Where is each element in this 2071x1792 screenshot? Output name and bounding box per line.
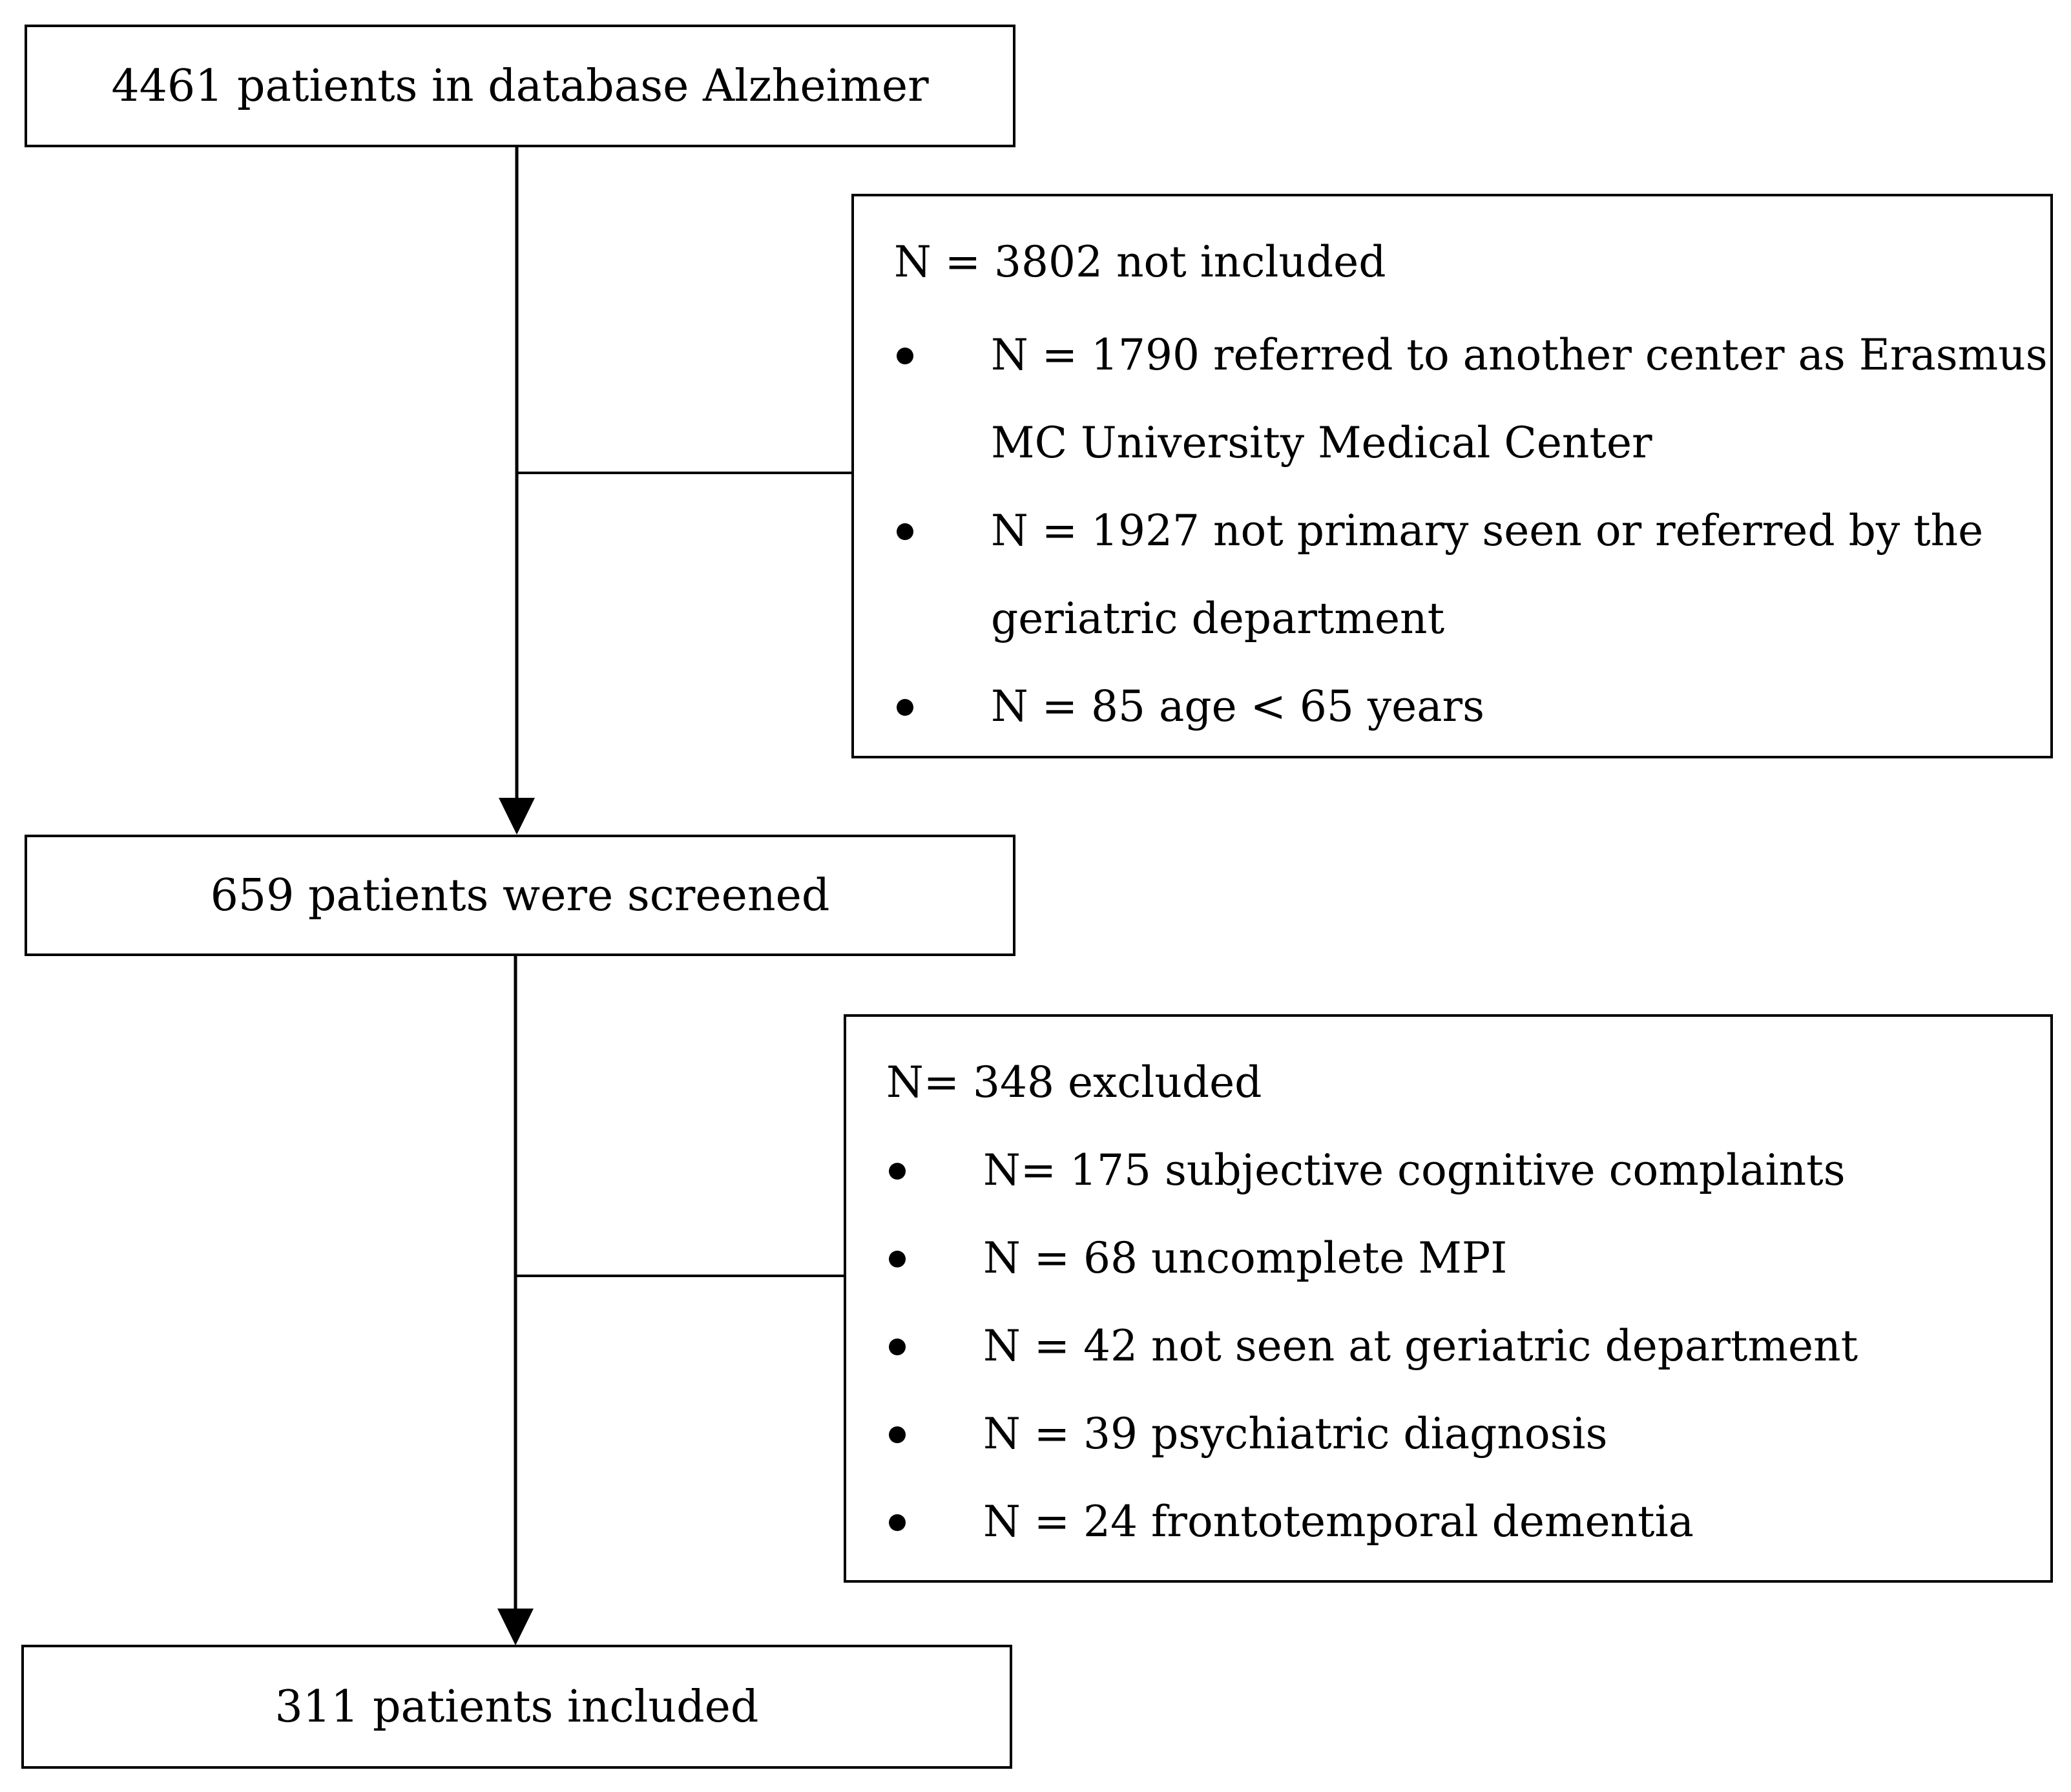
step-box-database: 4461 patients in database Alzheimer bbox=[25, 25, 1015, 147]
exclusion-item: N = 39 psychiatric diagnosis bbox=[983, 1409, 1608, 1459]
bullet-icon bbox=[889, 1251, 906, 1267]
bullet-icon bbox=[889, 1514, 906, 1531]
exclusion-item: N = 68 uncomplete MPI bbox=[983, 1233, 1508, 1283]
step-box-included: 311 patients included bbox=[21, 1645, 1012, 1769]
bullet-icon bbox=[897, 699, 913, 716]
step-box-screened: 659 patients were screened bbox=[25, 835, 1015, 956]
exclusion-title: N = 3802 not included bbox=[894, 237, 1386, 287]
exclusion-item: N = 1927 not primary seen or referred by… bbox=[991, 506, 1984, 556]
exclusion-item-continued: MC University Medical Center bbox=[991, 418, 1652, 468]
exclusion-item: N = 1790 referred to another center as E… bbox=[991, 330, 2048, 380]
exclusion-item: N= 175 subjective cognitive complaints bbox=[983, 1145, 1846, 1195]
arrowhead-1 bbox=[499, 798, 535, 835]
exclusion-item: N = 85 age < 65 years bbox=[991, 682, 1484, 731]
bullet-icon bbox=[897, 523, 913, 540]
step-text: 4461 patients in database Alzheimer bbox=[111, 60, 929, 112]
step-text: 311 patients included bbox=[275, 1681, 759, 1733]
bullet-icon bbox=[889, 1426, 906, 1443]
exclusion-item: N = 24 frontotemporal dementia bbox=[983, 1497, 1694, 1547]
bullet-icon bbox=[889, 1163, 906, 1180]
bullet-icon bbox=[897, 348, 913, 364]
exclusion-item-continued: geriatric department bbox=[991, 594, 1445, 643]
exclusion-item: N = 42 not seen at geriatric department bbox=[983, 1321, 1858, 1371]
step-text: 659 patients were screened bbox=[210, 870, 830, 921]
exclusion-box-excluded: N= 348 excluded N= 175 subjective cognit… bbox=[844, 1014, 2053, 1583]
exclusion-title: N= 348 excluded bbox=[886, 1057, 1262, 1107]
arrowhead-2 bbox=[497, 1609, 534, 1645]
exclusion-box-not-included: N = 3802 not included N = 1790 referred … bbox=[851, 194, 2053, 758]
bullet-icon bbox=[889, 1339, 906, 1355]
